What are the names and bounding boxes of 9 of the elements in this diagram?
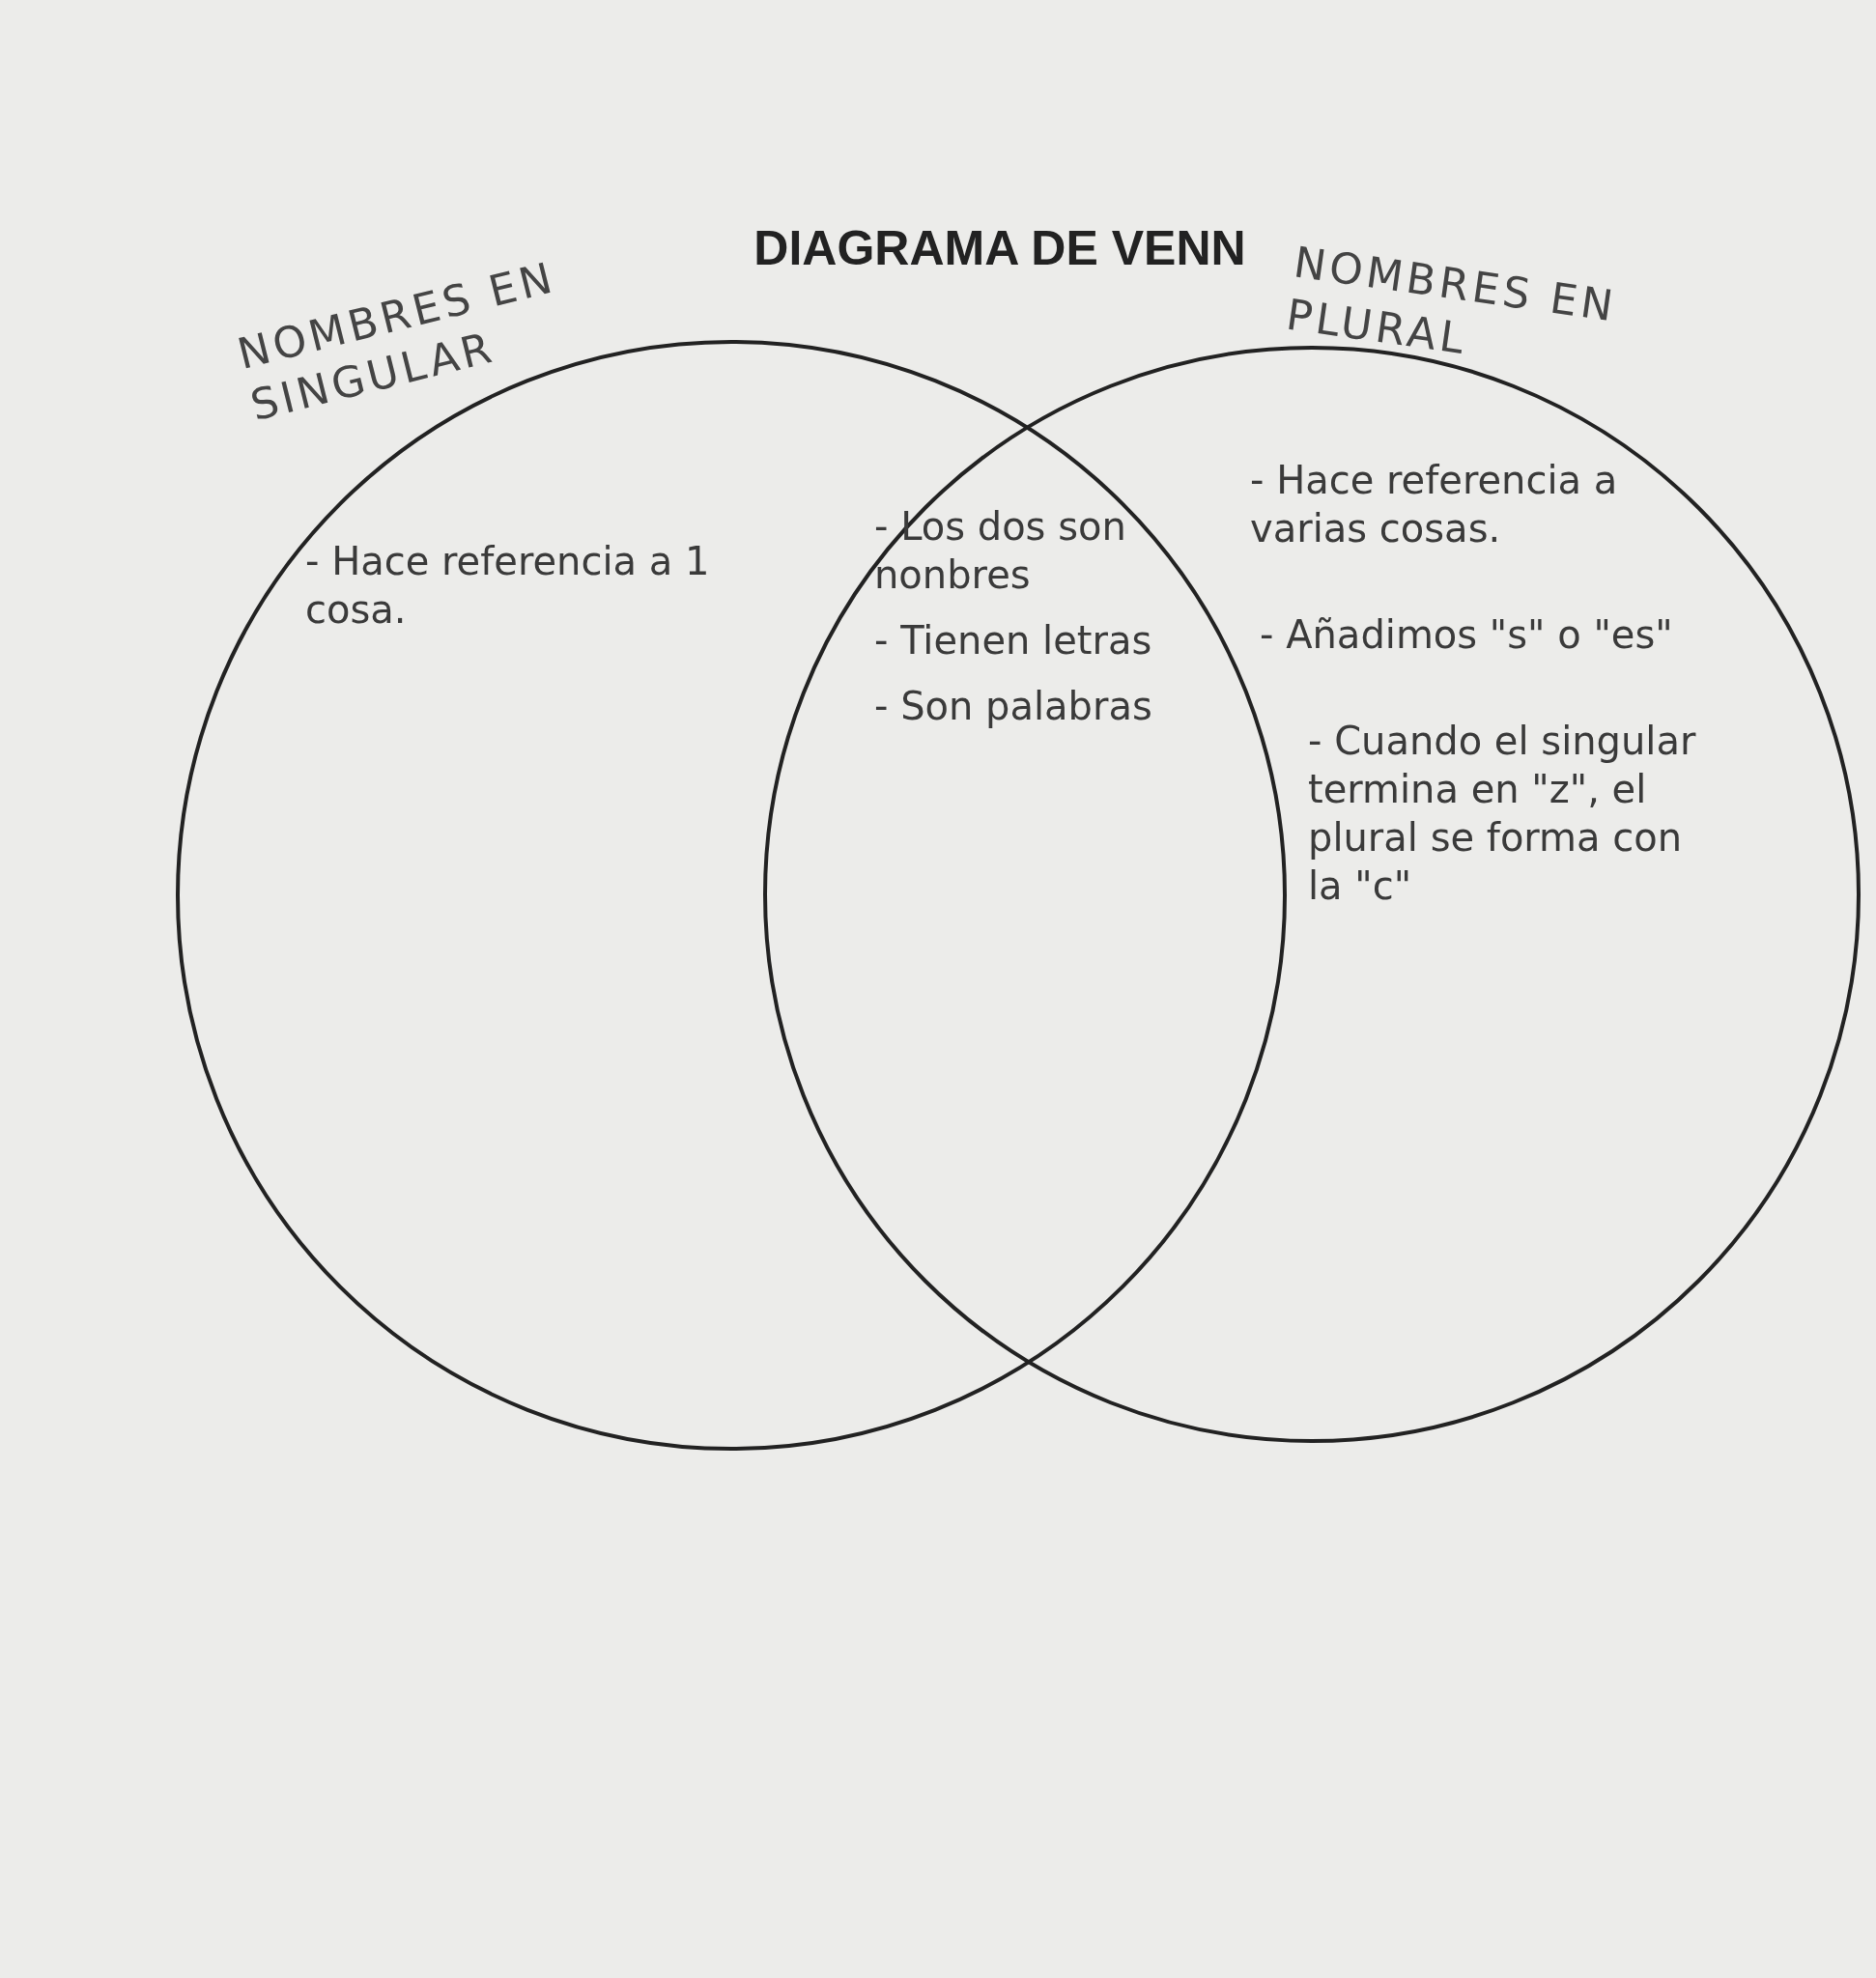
note-text: - Cuando el singular termina en "z", el plural se forma con la "c" (1308, 718, 1697, 910)
note-text: - Añadimos "s" o "es" (1260, 611, 1674, 659)
note-text: - Hace referencia a 1 cosa. (305, 538, 711, 634)
note-text: - Son palabras (874, 683, 1153, 730)
note-text: - Hace referencia a varias cosas. (1250, 457, 1619, 552)
diagram-title: DIAGRAMA DE VENN (753, 220, 1246, 276)
note-text: - Los dos son nonbres (874, 503, 1127, 599)
set-heading: NOMBRES EN PLURAL (1283, 236, 1621, 366)
note-text: - Tienen letras (874, 617, 1153, 664)
